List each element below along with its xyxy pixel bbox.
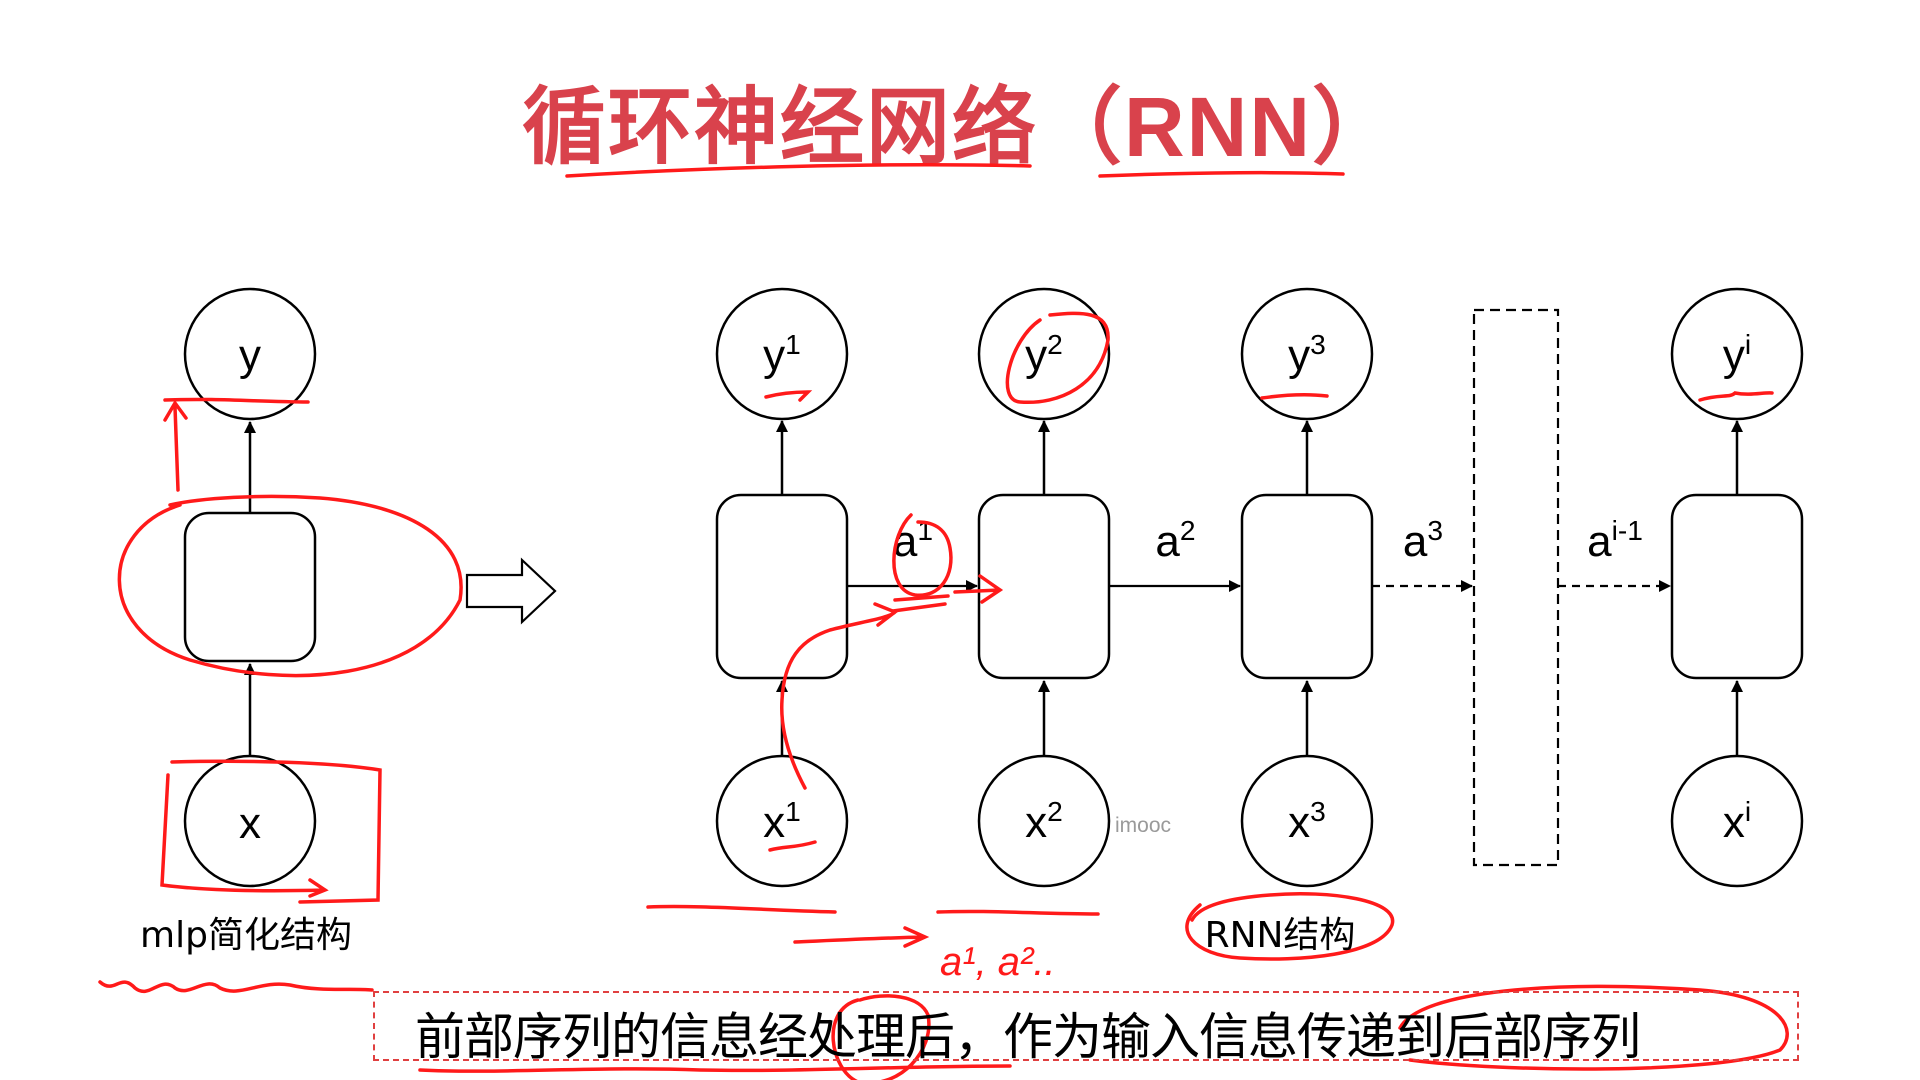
rnn-input-label-3: x3 [1288,796,1326,847]
annotation-underline-x1 [768,840,817,852]
hollow-right-arrow-icon [465,557,557,625]
annotation-arrow-up [163,399,188,492]
mlp-input-label: x [239,799,261,848]
annotation-double-underline-a1 [891,594,950,613]
caption-box: 前部序列的信息经处理后，作为输入信息传递到后部序列 [373,991,1799,1066]
mlp-output-label: y [239,331,261,380]
caption-text: 前部序列的信息经处理后，作为输入信息传递到后部序列 [415,1008,1641,1066]
hidden-state-label-4: ai-1 [1587,515,1643,566]
annotation-underline-title [565,162,1032,178]
annotation-underline-yi [1698,391,1774,402]
hidden-state-label-2: a2 [1155,515,1195,566]
mlp-output-node [183,287,317,421]
rnn-output-label-2: y2 [1025,329,1063,380]
annotation-underline-right [936,909,1100,916]
rnn-output-label-4: yi [1723,329,1751,380]
annotation-circle-y2 [1005,311,1110,405]
annotation-underline-left [646,904,837,914]
mlp-structure: y x [183,287,317,888]
annotation-underline-rnn [1098,170,1345,178]
annotation-circle-a1 [892,513,953,597]
hidden-state-label-3: a3 [1403,515,1443,566]
rnn-input-label-1: x1 [763,796,801,847]
rnn-cell-1 [715,493,849,680]
rnn-output-node-1 [715,287,849,421]
handwritten-annotations [98,162,1789,1080]
ellipsis-dashed-box [1472,308,1560,867]
rnn-input-node-4 [1670,754,1804,888]
slide-title: 循环神经网络（RNN） [0,60,1920,181]
annotation-circle-rnn-label [1185,892,1395,961]
rnn-output-node-3 [1240,287,1374,421]
mlp-input-node [183,754,317,888]
rnn-output-label-1: y1 [763,329,801,380]
rnn-output-node-2 [977,287,1111,421]
annotation-curve-x1-to-a1 [780,602,899,790]
title-acronym: （RNN） [1038,80,1398,174]
rnn-structure: y1 x1 y2 x2 y3 x3 yi xi a1 a2 a3 ai-1 [715,287,1804,888]
mlp-label: mlp简化结构 [140,915,352,956]
title-chinese: 循环神经网络 [521,78,1038,176]
annotation-arrow-to-cell2 [953,574,1004,604]
annotation-underline-y [163,397,310,404]
mlp-hidden-cell [183,511,317,663]
hidden-state-label-1: a1 [893,515,933,566]
annotation-underline-caption [418,1064,1012,1073]
rnn-cell-2 [977,493,1111,680]
rnn-output-node-4 [1670,287,1804,421]
annotation-arrow-bottom [793,926,930,948]
annotation-underline-y3 [1260,392,1329,400]
annotation-box-x [160,759,382,904]
watermark: imooc [1115,814,1172,837]
annotation-wave [98,980,374,994]
annotation-circle-chu [831,994,931,1080]
rnn-cell-4 [1670,493,1804,680]
rnn-input-node-1 [715,754,849,888]
annotation-underline-y1 [764,390,813,402]
rnn-input-label-2: x2 [1025,796,1063,847]
rnn-output-label-3: y3 [1288,329,1326,380]
annotation-ellipse-mlp-cell [117,494,463,678]
annotation-handwritten-note: a¹, a².. [940,940,1056,984]
rnn-label: RNN结构 [1204,915,1356,956]
rnn-input-node-2 [977,754,1111,888]
rnn-input-label-4: xi [1723,796,1751,847]
rnn-cell-3 [1240,493,1374,680]
rnn-input-node-3 [1240,754,1374,888]
